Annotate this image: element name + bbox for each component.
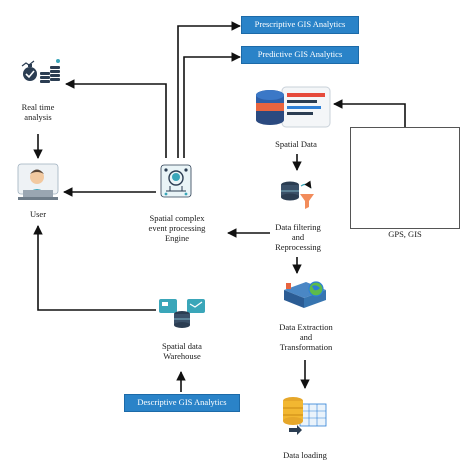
prescriptive-analytics-box: Prescriptive GIS Analytics xyxy=(241,16,359,34)
data-extraction-icon xyxy=(284,281,326,308)
data-filtering-icon xyxy=(281,180,314,209)
data-loading-icon xyxy=(283,397,327,435)
realtime-analysis-label: Real time analysis xyxy=(10,102,66,122)
warehouse-icon xyxy=(159,299,205,328)
warehouse-label-line-1: Spatial data xyxy=(162,341,202,351)
engine-label-line-1: Spatial complex xyxy=(149,213,205,223)
arrow-engine-to-realtime xyxy=(65,79,167,158)
data-filtering-label-line-3: Reprocessing xyxy=(275,242,321,252)
realtime-analysis-label-line-2: analysis xyxy=(24,112,52,122)
data-loading-label: Data loading xyxy=(283,450,327,460)
realtime-analysis-label-line-1: Real time xyxy=(21,102,55,112)
data-extraction-label-line-2: and xyxy=(299,332,313,342)
arrow-engine-to-prescriptive xyxy=(177,21,241,158)
gps-gis-frame xyxy=(350,127,460,229)
data-filtering-label: Data filtering and Reprocessing xyxy=(266,222,330,252)
arrow-engine-to-user-lower xyxy=(33,225,156,311)
arrow-gps-to-spatialdata xyxy=(333,99,406,127)
engine-label-line-2: event processing xyxy=(148,223,206,233)
data-filtering-label-line-2: and xyxy=(291,232,305,242)
spatial-data-icon xyxy=(256,86,331,128)
arrow-engine-to-predictive xyxy=(183,52,241,158)
engine-icon xyxy=(160,164,192,198)
data-extraction-label-line-1: Data Extraction xyxy=(279,322,333,332)
data-extraction-label: Data Extraction and Transformation xyxy=(266,322,346,352)
warehouse-label: Spatial data Warehouse xyxy=(150,341,214,361)
user-icon xyxy=(17,163,59,200)
warehouse-label-line-2: Warehouse xyxy=(163,351,201,361)
engine-label-line-3: Engine xyxy=(164,233,190,243)
arrows xyxy=(33,21,406,392)
engine-label: Spatial complex event processing Engine xyxy=(138,213,216,243)
data-filtering-label-line-1: Data filtering xyxy=(275,222,321,232)
descriptive-analytics-box: Descriptive GIS Analytics xyxy=(124,394,240,412)
realtime-analysis-icon xyxy=(21,59,60,83)
data-extraction-label-line-3: Transformation xyxy=(279,342,333,352)
gps-gis-label: GPS, GIS xyxy=(388,229,422,239)
spatial-data-label: Spatial Data xyxy=(275,139,317,149)
predictive-analytics-box: Predictive GIS Analytics xyxy=(241,46,359,64)
user-label: User xyxy=(29,209,47,219)
